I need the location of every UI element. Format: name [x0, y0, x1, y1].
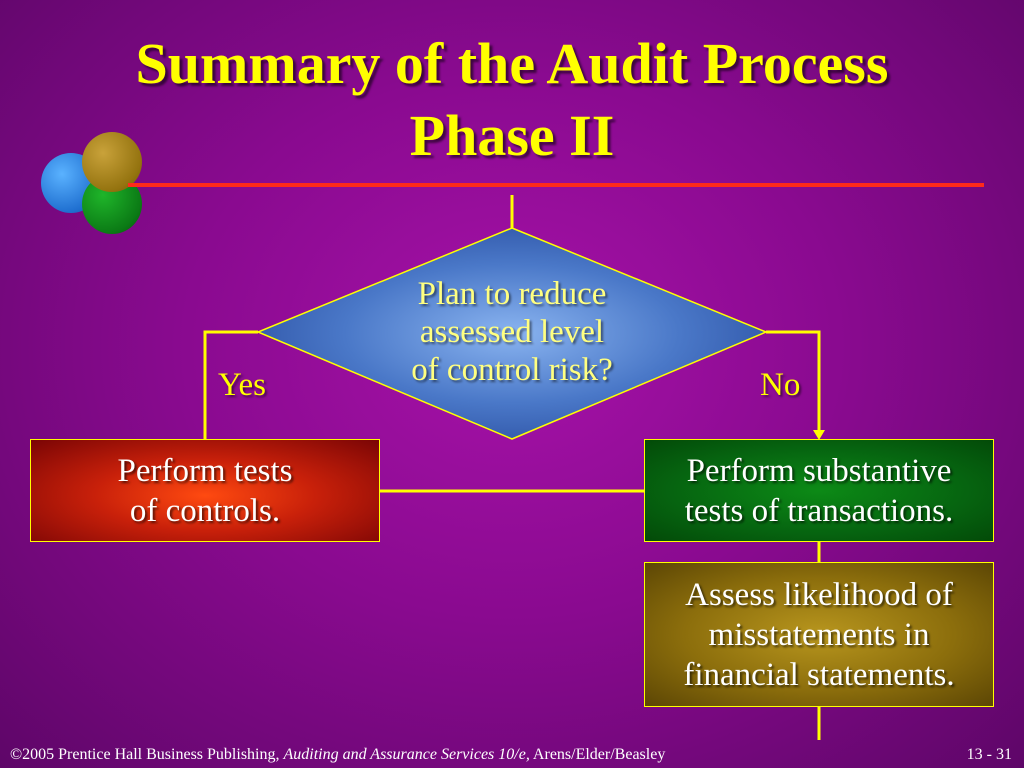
substantive-tests-box: Perform substantive tests of transaction…	[644, 439, 994, 542]
title-rule	[128, 183, 984, 187]
footer-citation: ©2005 Prentice Hall Business Publishing,…	[10, 746, 665, 764]
footer-page-number: 13 - 31	[966, 746, 1012, 763]
controls-line1: Perform tests	[117, 452, 293, 489]
tests-of-controls-box: Perform tests of controls.	[30, 439, 380, 542]
slide-title-line1: Summary of the Audit Process	[135, 31, 889, 96]
yes-connector	[203, 330, 258, 440]
substantive-line1: Perform substantive	[686, 452, 952, 489]
decision-line3: of control risk?	[411, 352, 613, 388]
controls-line2: of controls.	[129, 492, 281, 529]
decision-text: Plan to reduce assessed level of control…	[370, 275, 654, 389]
assess-likelihood-box: Assess likelihood of misstatements in fi…	[644, 562, 994, 707]
no-arrowhead	[813, 430, 825, 440]
slide-title-line2: Phase II	[409, 103, 615, 168]
no-connector	[766, 330, 821, 432]
assess-line3: financial statements.	[683, 656, 955, 693]
gold-ball-icon	[82, 132, 142, 192]
yes-label: Yes	[218, 367, 267, 403]
footer-book-title: Auditing and Assurance Services 10/e,	[283, 746, 530, 763]
footer-authors: Arens/Elder/Beasley	[529, 746, 666, 763]
no-label: No	[760, 367, 801, 403]
decision-diamond	[256, 227, 768, 440]
decision-line1: Plan to reduce	[417, 276, 607, 312]
assess-line1: Assess likelihood of	[685, 576, 953, 613]
assess-line2: misstatements in	[708, 616, 930, 653]
substantive-line2: tests of transactions.	[684, 492, 954, 529]
footer-copyright: ©2005 Prentice Hall Business Publishing,	[10, 746, 284, 763]
decision-line2: assessed level	[419, 314, 605, 350]
